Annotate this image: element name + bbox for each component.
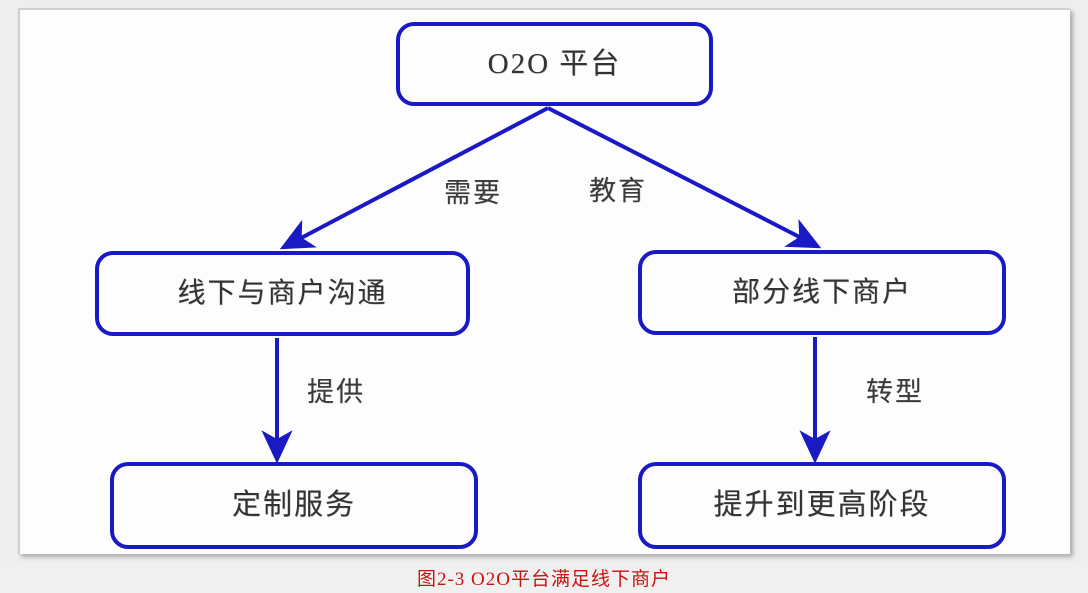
node-offline-merchant-communication[interactable]: 线下与商户沟通	[95, 251, 470, 336]
node-o2o-platform[interactable]: O2O 平台	[396, 22, 713, 106]
node-upgrade-to-higher-stage-label: 提升到更高阶段	[713, 489, 931, 521]
edge-label-need: 需要	[444, 178, 502, 208]
figure-frame: O2O 平台 线下与商户沟通 部分线下商户 定制服务 提升到更高阶段 需要 教育…	[18, 8, 1070, 554]
node-some-offline-merchants[interactable]: 部分线下商户	[638, 250, 1006, 335]
figure-caption: 图2-3 O2O平台满足线下商户	[0, 562, 1088, 593]
edge-label-transform: 转型	[866, 377, 924, 407]
edge-label-education: 教育	[589, 176, 647, 206]
node-upgrade-to-higher-stage[interactable]: 提升到更高阶段	[638, 462, 1006, 549]
node-some-offline-merchants-label: 部分线下商户	[731, 276, 912, 308]
edge-label-provide: 提供	[307, 377, 365, 407]
node-custom-service[interactable]: 定制服务	[110, 462, 478, 549]
node-offline-merchant-communication-label: 线下与商户沟通	[177, 277, 388, 309]
node-o2o-platform-label: O2O 平台	[487, 47, 622, 80]
node-custom-service-label: 定制服务	[231, 489, 356, 521]
figure-caption-text: 图2-3 O2O平台满足线下商户	[416, 569, 672, 590]
